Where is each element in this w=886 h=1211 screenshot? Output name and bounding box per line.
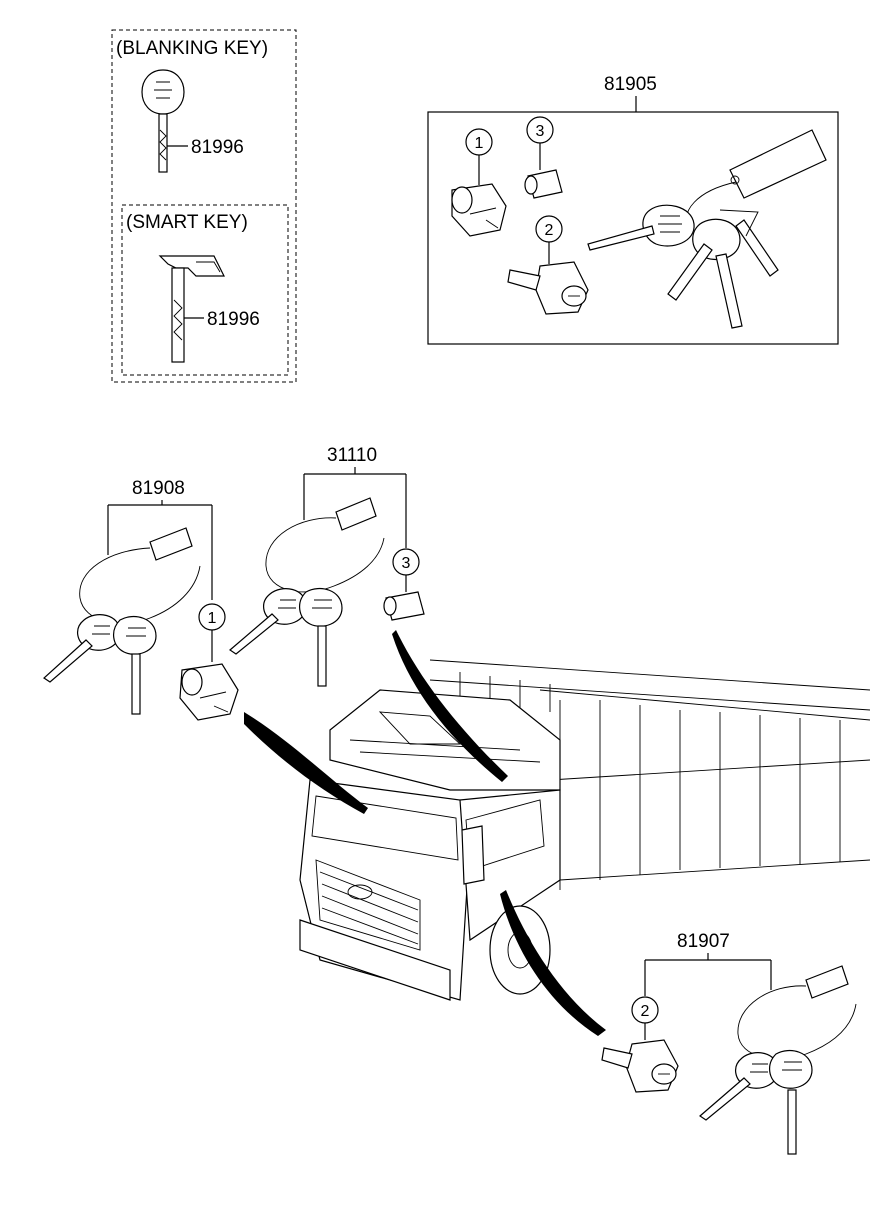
ignition-cylinder-icon bbox=[451, 183, 507, 237]
grille bbox=[315, 859, 421, 951]
kit-81908-label: 81908 bbox=[132, 478, 185, 499]
svg-text:2: 2 bbox=[545, 222, 554, 239]
kit-31110-bracket bbox=[303, 467, 407, 548]
key-tag-icon bbox=[335, 497, 377, 531]
truck-illustration bbox=[299, 659, 871, 1001]
kit-81907-label: 81907 bbox=[677, 931, 730, 952]
key-reference-panel: (BLANKING KEY) (SMART KEY) 81996 81996 bbox=[111, 29, 297, 383]
blanking-key-icon bbox=[141, 69, 185, 173]
smart-key-part-number: 81996 bbox=[207, 309, 260, 330]
leader-31110-to-roof bbox=[392, 630, 508, 782]
svg-text:3: 3 bbox=[536, 123, 545, 140]
svg-text:1: 1 bbox=[208, 610, 217, 627]
kit-31110-group: 31110 3 bbox=[229, 445, 425, 687]
mirror bbox=[461, 825, 485, 885]
smart-key-icon bbox=[158, 255, 225, 363]
brand-badge bbox=[347, 884, 373, 900]
kit-81908-group: 81908 1 bbox=[43, 478, 239, 721]
key-set-icon bbox=[699, 965, 857, 1155]
svg-text:1: 1 bbox=[475, 135, 484, 152]
svg-text:3: 3 bbox=[402, 555, 411, 572]
key-tag-icon bbox=[729, 129, 827, 199]
kit-81905-panel: 81905 1 3 2 bbox=[427, 74, 839, 345]
kit-81905-box bbox=[427, 111, 839, 345]
door-lock-cylinder-icon bbox=[601, 1039, 679, 1093]
kit-81908-bracket bbox=[107, 500, 213, 600]
windshield bbox=[311, 795, 459, 861]
key-set-icon bbox=[587, 129, 827, 329]
leader-81908-to-dash bbox=[244, 712, 368, 814]
key-tag-icon bbox=[805, 965, 849, 999]
lock-cylinder-small-icon bbox=[524, 169, 563, 199]
key-set-icon bbox=[229, 497, 385, 687]
blanking-key-heading: (BLANKING KEY) bbox=[116, 38, 268, 59]
smart-key-heading: (SMART KEY) bbox=[126, 212, 248, 233]
kit-81907-group: 81907 2 bbox=[601, 931, 857, 1155]
key-set-icon bbox=[43, 527, 201, 715]
outer-dashed-box bbox=[111, 29, 297, 383]
lock-cylinder-small-icon bbox=[383, 591, 425, 621]
kit-81907-bracket bbox=[644, 953, 772, 996]
ignition-cylinder-icon bbox=[179, 663, 239, 721]
door-lock-cylinder-icon bbox=[507, 261, 589, 315]
kit-31110-label: 31110 bbox=[327, 445, 377, 466]
roof-hatch bbox=[378, 711, 462, 745]
kit-81905-label: 81905 bbox=[604, 74, 657, 95]
key-tag-icon bbox=[149, 527, 193, 561]
blanking-key-part-number: 81996 bbox=[191, 137, 244, 158]
leader-81907-to-door bbox=[500, 890, 606, 1036]
svg-text:2: 2 bbox=[641, 1003, 650, 1020]
